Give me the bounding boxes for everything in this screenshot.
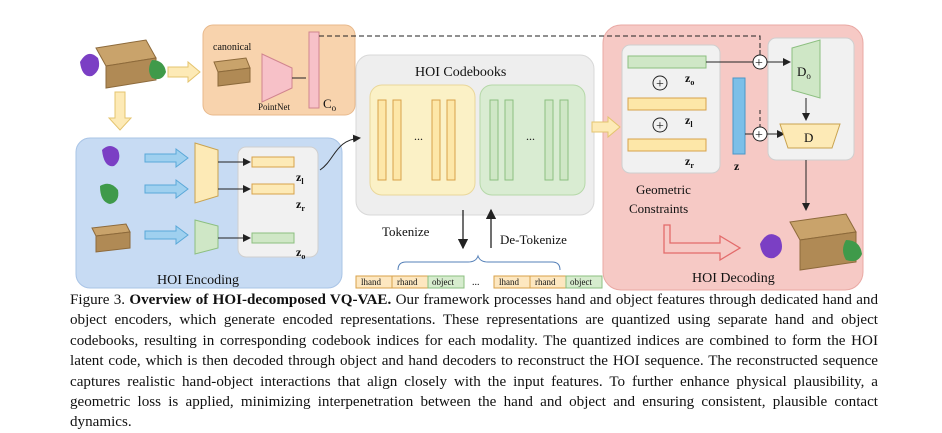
codebook-to-decoding-arrow — [591, 115, 621, 139]
encoded-z-o — [251, 232, 295, 244]
hand-encoder — [194, 142, 219, 204]
dec-z-r-label: zr — [685, 154, 694, 170]
dec-plus-2-circle — [652, 117, 668, 133]
arrow-to-canonical — [167, 60, 201, 84]
object-codebook-entries — [489, 99, 569, 181]
encoding-to-codebook-arrow — [319, 134, 361, 171]
token-rhand-label: rhand — [397, 277, 418, 287]
output-hoi-image — [760, 213, 862, 271]
quantized-z-l — [627, 97, 707, 111]
plus-node-bottom-sign: + — [755, 128, 763, 143]
geometric-constraints-line1: Geometric — [636, 182, 691, 197]
enc-z-l-label: zl — [296, 170, 304, 186]
arrow-down-to-encoding — [107, 91, 133, 131]
token-ellipsis: ... — [472, 277, 480, 288]
token-object-2-label: object — [570, 277, 592, 287]
object-codebook-ellipsis: ... — [526, 129, 535, 143]
pointnet-block — [261, 53, 293, 103]
encoding-object-icon — [91, 223, 131, 253]
token-sequence: lhand rhand object ... lhand rhand objec… — [355, 275, 603, 289]
caption-title: Overview of HOI-decomposed VQ-VAE. — [129, 292, 392, 308]
dec-plus-1: + — [656, 77, 664, 92]
canonical-object-image — [213, 57, 251, 87]
object-decoder — [791, 39, 821, 99]
caption-body: Our framework processes hand and object … — [70, 292, 878, 431]
token-object — [427, 275, 465, 289]
dec-z-l-label: zl — [685, 113, 693, 129]
token-lhand-2-label: lhand — [499, 277, 519, 287]
geometric-loss-arrow — [663, 224, 742, 262]
dec-z-o-label: zo — [685, 71, 694, 87]
pointnet-label: PointNet — [258, 102, 291, 112]
encoded-latent-box — [237, 146, 319, 258]
object-decoder-label: Do — [797, 64, 811, 81]
dec-plus-1-circle — [652, 75, 668, 91]
geometric-constraints-line2: Constraints — [629, 201, 688, 216]
enc-z-r-label: zr — [296, 197, 305, 213]
hoi-decoder-label: D — [804, 130, 813, 145]
blue-arrow-rhand — [144, 179, 189, 199]
detokenize-label: De-Tokenize — [500, 232, 567, 247]
dec-plus-2: + — [656, 119, 664, 134]
token-rhand-2-label: rhand — [535, 277, 556, 287]
tokenize-label: Tokenize — [382, 224, 430, 239]
hoi-latent-z — [732, 77, 746, 155]
hoi-codebooks-title: HOI Codebooks — [415, 65, 506, 80]
object-encoder — [194, 219, 219, 255]
token-object-label: object — [432, 277, 454, 287]
blue-arrow-lhand — [144, 148, 189, 168]
plus-node-top-sign: + — [755, 56, 763, 71]
hoi-latent-z-label: z — [734, 159, 740, 173]
figure-caption: Figure 3. Overview of HOI-decomposed VQ-… — [70, 290, 878, 433]
encoding-left-hand-icon — [102, 146, 120, 167]
c-o-label: Co — [323, 96, 337, 113]
quantized-z-o — [627, 55, 707, 69]
input-hoi-image — [80, 39, 166, 89]
hoi-vqvae-diagram: canonical PointNet Co zl zr zo HOI Encod… — [75, 24, 864, 291]
hand-codebook-ellipsis: ... — [414, 129, 423, 143]
c-o-feature — [308, 31, 320, 109]
caption-label: Figure 3. — [70, 292, 126, 308]
token-brace — [397, 254, 561, 271]
token-lhand-label: lhand — [361, 277, 381, 287]
blue-arrow-object — [144, 225, 189, 245]
hoi-encoding-title: HOI Encoding — [157, 273, 239, 288]
hand-codebook-entries — [377, 99, 456, 181]
token-object-2 — [565, 275, 603, 289]
canonical-label: canonical — [213, 42, 252, 53]
encoded-z-l — [251, 156, 295, 168]
hoi-decoding-title: HOI Decoding — [692, 271, 775, 286]
encoding-right-hand-icon — [100, 183, 119, 204]
hoi-decoder — [779, 123, 841, 149]
encoded-z-r — [251, 183, 295, 195]
enc-z-o-label: zo — [296, 245, 305, 261]
quantized-z-r — [627, 138, 707, 152]
